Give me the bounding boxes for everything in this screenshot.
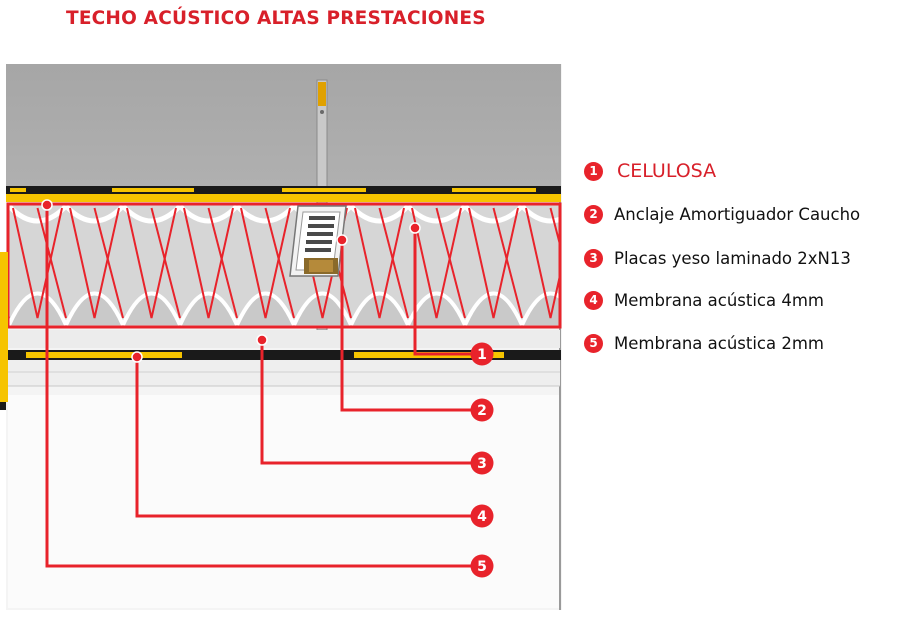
gypsum-boards	[8, 330, 560, 387]
leader-line-5	[45, 205, 482, 568]
callout-badge-4: 4	[470, 504, 494, 528]
callout-number-4: 4	[477, 509, 487, 525]
legend-number-badge: 1	[584, 161, 603, 181]
legend-number-badge: 3	[584, 248, 603, 268]
leader-line-4	[135, 357, 482, 518]
leader-line-1	[413, 228, 482, 356]
callout-point-3	[256, 334, 268, 346]
left-wall-edge	[0, 252, 8, 402]
callout-number-5: 5	[477, 559, 487, 575]
top-membrane	[6, 186, 561, 202]
legend-number-badge: 2	[584, 204, 603, 224]
callout-point-1	[409, 222, 421, 234]
leader-line-2	[340, 240, 482, 412]
callout-badge-5: 5	[470, 554, 494, 578]
legend-label: Anclaje Amortiguador Caucho	[614, 204, 861, 224]
legend-item-5: 5 Membrana acústica 2mm	[584, 328, 824, 358]
legend-number-badge: 5	[584, 333, 603, 353]
callout-point-4	[131, 351, 143, 363]
legend-label: CELULOSA	[617, 160, 717, 182]
concrete-slab	[6, 64, 561, 188]
callout-number-2: 2	[477, 403, 487, 419]
callout-number-3: 3	[477, 456, 487, 472]
legend-label: Membrana acústica 4mm	[614, 290, 825, 310]
legend-item-4: 4 Membrana acústica 4mm	[584, 285, 824, 315]
rubber-damper-anchor	[289, 205, 347, 277]
legend-item-1: 1 CELULOSA	[584, 156, 716, 186]
lower-wall-panel	[8, 395, 560, 608]
legend-label: Placas yeso laminado 2xN13	[614, 248, 851, 268]
leader-line-3	[260, 340, 482, 465]
callout-point-2	[336, 234, 348, 246]
insulation-cellulose	[6, 202, 562, 329]
callout-badge-2: 2	[470, 398, 494, 422]
legend-item-3: 3 Placas yeso laminado 2xN13	[584, 243, 851, 273]
legend-item-2: 2 Anclaje Amortiguador Caucho	[584, 199, 860, 229]
callout-number-1: 1	[477, 347, 487, 363]
callout-badge-1: 1	[470, 342, 494, 366]
diagram-title: TECHO ACÚSTICO ALTAS PRESTACIONES	[66, 8, 486, 29]
callout-point-5	[41, 199, 53, 211]
legend-label: Membrana acústica 2mm	[614, 333, 825, 353]
legend-number-badge: 4	[584, 290, 603, 310]
callout-badge-3: 3	[470, 451, 494, 475]
